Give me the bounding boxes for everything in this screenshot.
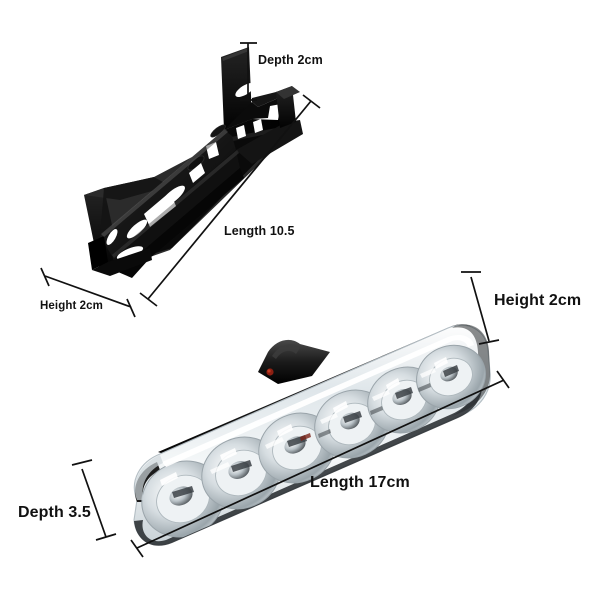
dim-bracket-length xyxy=(139,94,321,307)
dim-lamp-height xyxy=(461,271,500,345)
lamp-mount-arm xyxy=(258,339,330,384)
dim-lamp-length xyxy=(130,370,510,558)
label-lamp-depth: Depth 3.5 xyxy=(18,504,91,521)
label-lamp-length: Length 17cm xyxy=(310,474,410,491)
led-array xyxy=(141,344,486,538)
led-cup xyxy=(141,460,225,538)
label-lamp-height: Height 2cm xyxy=(494,292,582,309)
label-bracket-height: Height 2cm xyxy=(40,300,103,312)
label-bracket-depth: Depth 2cm xyxy=(258,53,323,67)
dim-bracket-height xyxy=(40,267,136,318)
dimension-lines xyxy=(40,42,510,558)
dim-bracket-depth xyxy=(240,42,257,101)
dim-lamp-depth xyxy=(71,459,117,541)
label-bracket-length: Length 10.5 xyxy=(224,224,295,238)
led-cup xyxy=(416,344,486,410)
led-lamp-illustration xyxy=(133,324,491,546)
